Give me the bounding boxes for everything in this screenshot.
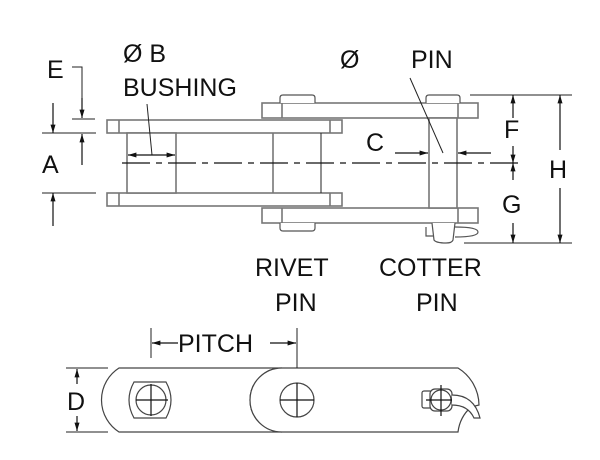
rivet-head-bottom: [279, 223, 316, 232]
label-cotter-pin: PIN: [416, 289, 458, 317]
label-cotter: COTTER: [379, 254, 482, 282]
label-b: Ø B: [123, 40, 166, 68]
label-e: E: [47, 56, 64, 84]
side-link-right: [249, 367, 480, 433]
label-pitch: PITCH: [178, 330, 253, 358]
dimension-d: D: [66, 367, 108, 433]
label-bushing: BUSHING: [123, 74, 237, 102]
label-a: A: [42, 151, 59, 179]
label-d: D: [67, 388, 85, 416]
dimension-e: E: [47, 56, 95, 165]
inner-plate-bottom: [106, 192, 343, 207]
dimension-pin-c: Ø PIN C: [340, 46, 491, 157]
label-pin: PIN: [411, 46, 453, 74]
outer-plate-bottom: [261, 207, 479, 224]
label-pin-symbol: Ø: [340, 46, 359, 74]
side-view: [100, 367, 481, 433]
label-rivet-pin: PIN: [275, 289, 317, 317]
dimension-fgh: F G H: [464, 94, 572, 244]
top-view: [106, 94, 520, 244]
rivet-head-top: [279, 94, 316, 103]
label-g: G: [502, 191, 521, 219]
label-h: H: [549, 156, 567, 184]
outer-plate-top: [261, 102, 479, 119]
label-rivet: RIVET: [255, 254, 329, 282]
dimension-pitch: PITCH: [150, 328, 298, 368]
label-f: F: [504, 116, 519, 144]
cotter-pin-head: [425, 94, 461, 103]
cotter-pin-key: [431, 222, 456, 244]
dimension-a: A: [42, 103, 96, 226]
dimension-b-bushing: Ø B BUSHING: [123, 40, 237, 158]
label-c: C: [366, 129, 384, 157]
inner-plate-top: [106, 119, 343, 134]
